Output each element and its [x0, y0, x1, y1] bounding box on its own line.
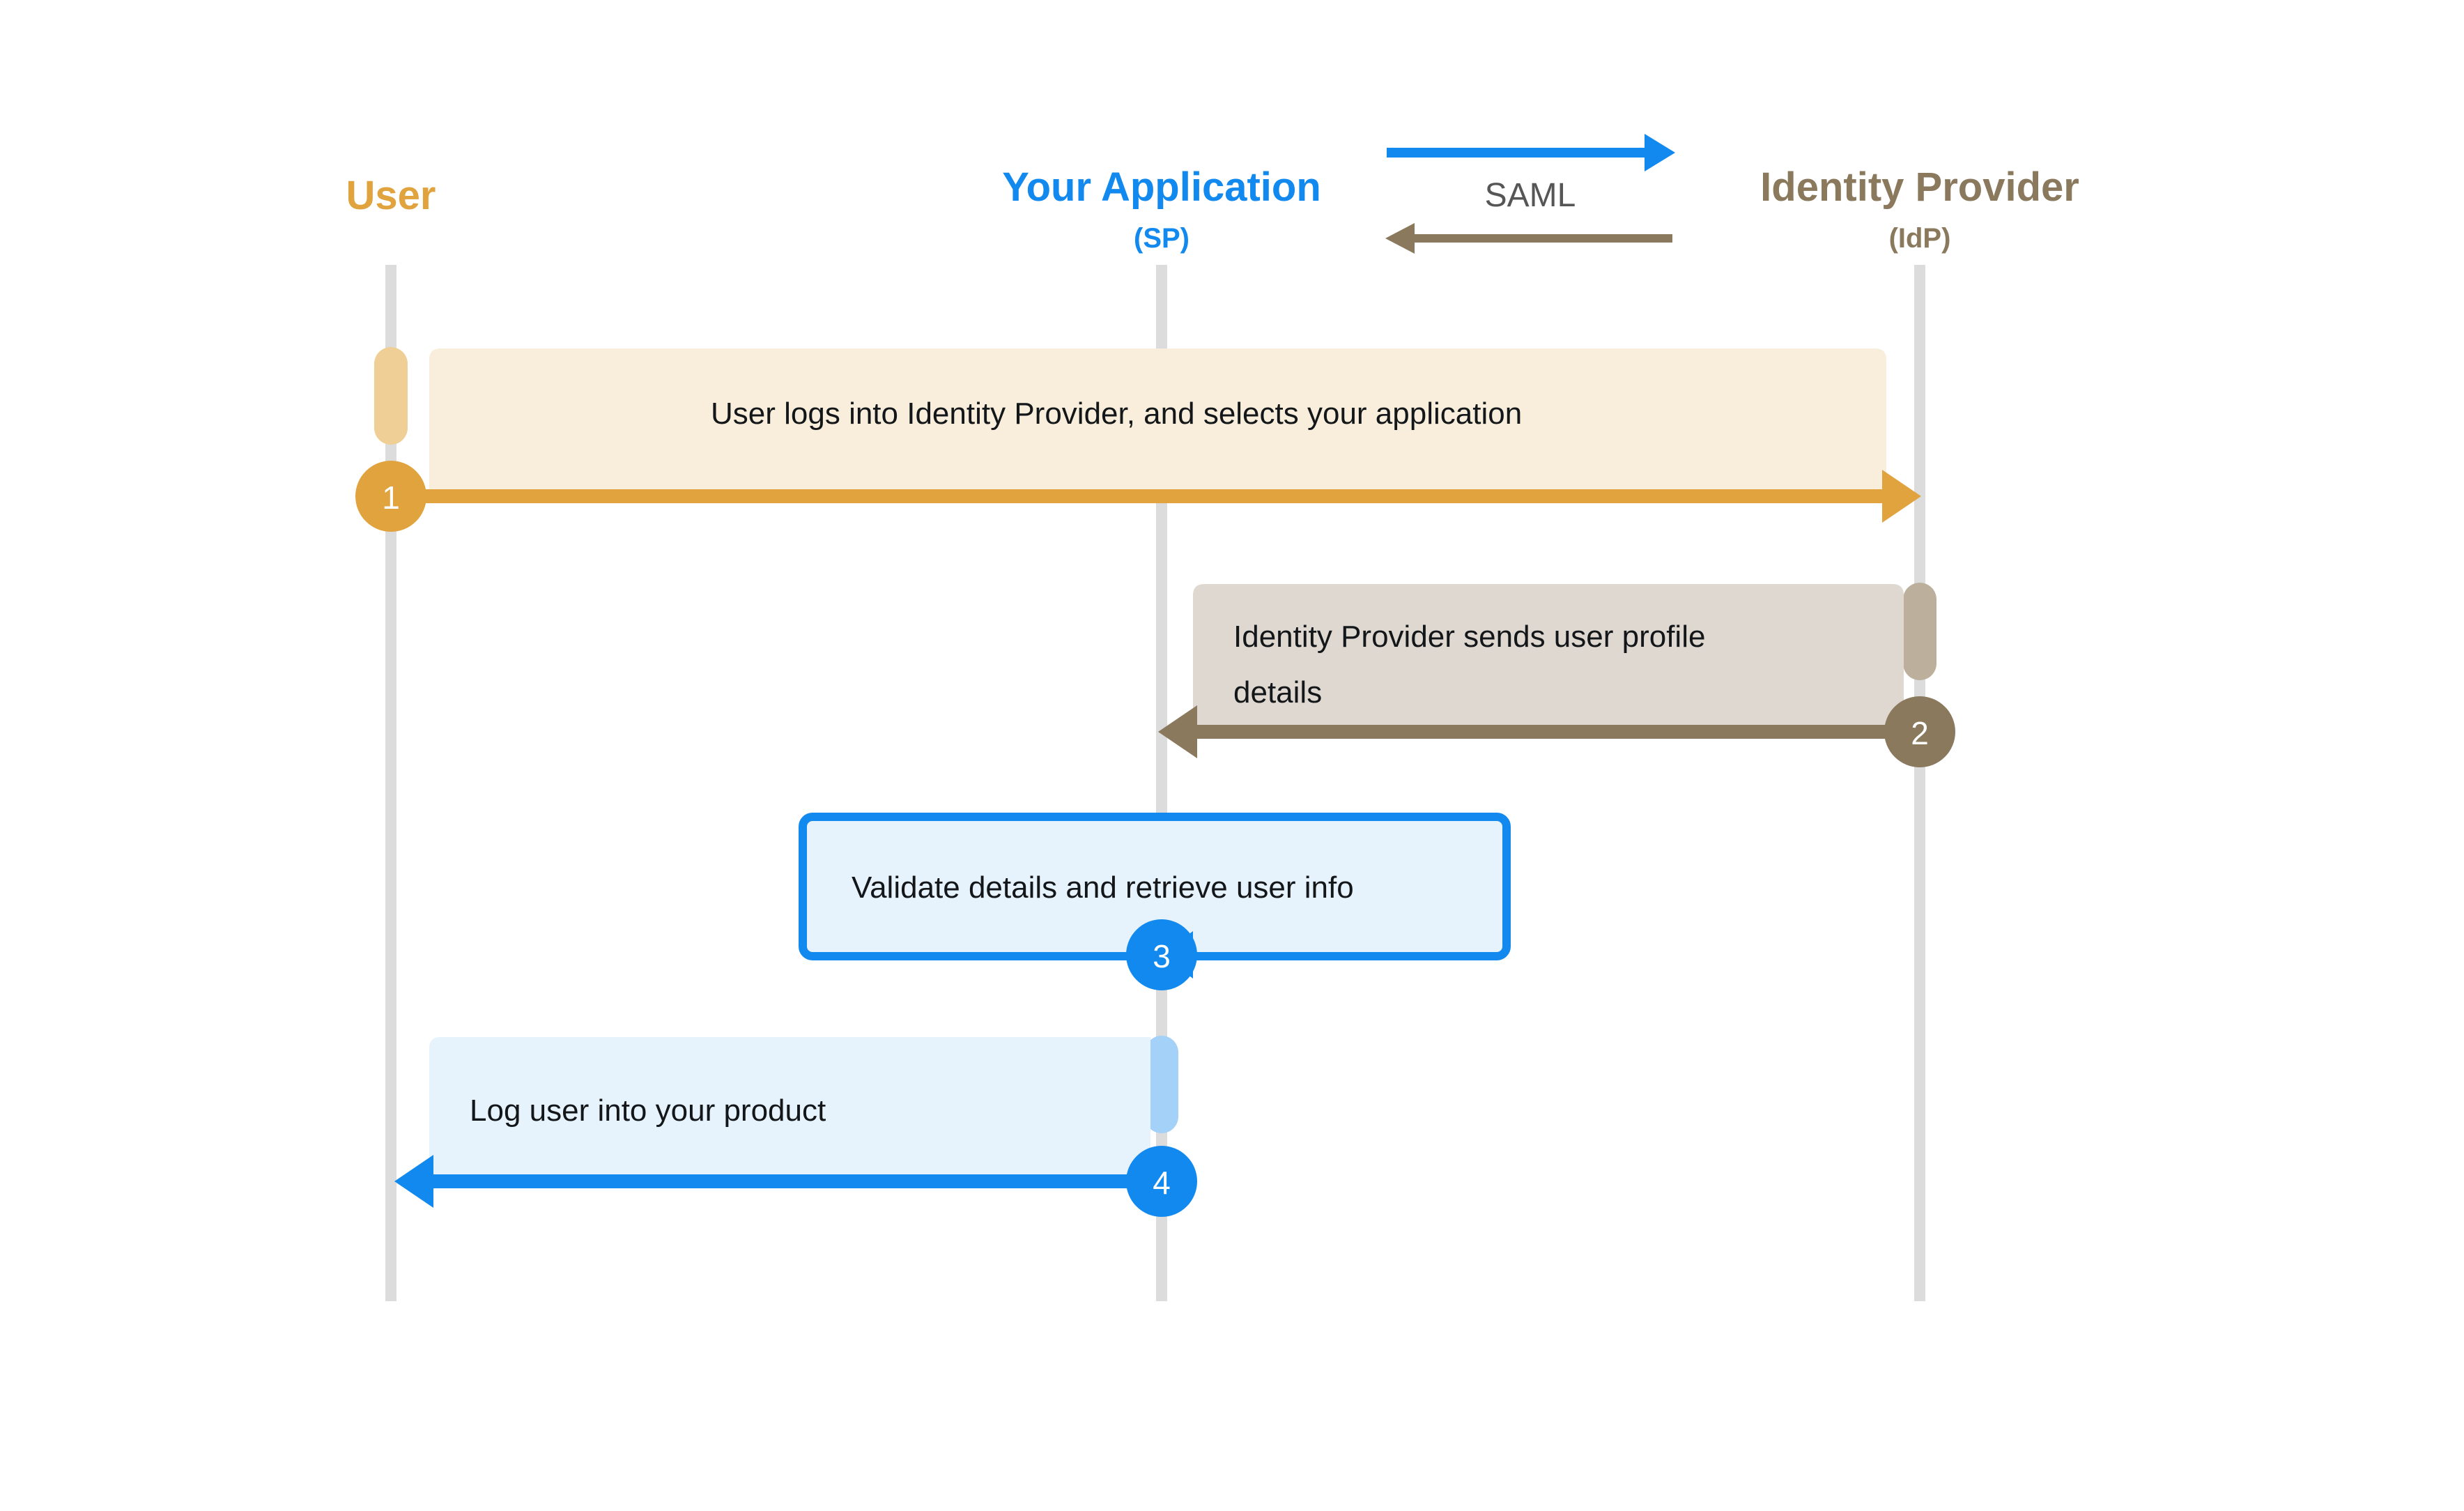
step-2-number: 2: [1911, 715, 1929, 751]
step-1-marker-circle[interactable]: [355, 461, 426, 532]
activation-bar-user-step-1: [374, 347, 408, 445]
step-4-number: 4: [1153, 1165, 1171, 1201]
saml-protocol-label: SAML: [1485, 177, 1576, 214]
step-2-message-text-line-1: Identity Provider sends user profile: [1233, 620, 1705, 654]
step-1-number: 1: [382, 480, 400, 516]
actor-title-application: Your Application: [1002, 164, 1321, 210]
step-4-arrowhead-icon: [394, 1155, 433, 1208]
saml-request-arrow-line: [1387, 148, 1645, 158]
saml-response-arrowhead-icon: [1385, 223, 1415, 254]
actor-header-identity-provider[interactable]: Identity Provider (IdP): [1760, 164, 2079, 254]
saml-request-arrowhead-icon: [1645, 134, 1675, 171]
step-1-group[interactable]: User logs into Identity Provider, and se…: [355, 347, 1921, 532]
actor-header-user[interactable]: User: [346, 173, 436, 218]
step-2-arrow-line: [1178, 725, 1923, 739]
protocol-saml-group: SAML: [1385, 134, 1675, 254]
step-3-group[interactable]: Validate details and retrieve user info …: [799, 813, 1511, 990]
step-2-arrowhead-icon: [1158, 705, 1197, 758]
step-2-message-text-line-2: details: [1233, 675, 1322, 710]
actor-subtitle-application: (SP): [1134, 223, 1189, 254]
actor-title-user: User: [346, 173, 436, 218]
step-4-message-text: Log user into your product: [470, 1094, 826, 1128]
step-1-message-text: User logs into Identity Provider, and se…: [711, 397, 1522, 431]
actor-title-identity-provider: Identity Provider: [1760, 164, 2079, 210]
activation-bar-identity-provider-step-2: [1903, 583, 1936, 680]
step-1-arrow-line: [391, 489, 1882, 503]
step-2-marker-circle[interactable]: [1884, 696, 1955, 767]
actor-subtitle-identity-provider: (IdP): [1889, 223, 1951, 254]
step-2-message-band: [1193, 584, 1904, 732]
step-4-arrow-line: [414, 1174, 1163, 1188]
step-3-message-text: Validate details and retrieve user info: [852, 870, 1354, 905]
step-1-message-band: [429, 348, 1886, 496]
step-4-marker-circle[interactable]: [1126, 1146, 1197, 1217]
step-4-message-band: [429, 1037, 1150, 1181]
actor-header-application[interactable]: Your Application (SP): [1002, 164, 1321, 254]
step-1-arrowhead-icon: [1882, 470, 1921, 523]
step-3-marker-circle[interactable]: [1126, 919, 1197, 990]
activation-bar-application-step-4: [1145, 1036, 1178, 1133]
step-3-number: 3: [1153, 938, 1171, 974]
step-2-group[interactable]: Identity Provider sends user profile det…: [1158, 583, 1955, 767]
step-4-group[interactable]: Log user into your product 4: [394, 1036, 1197, 1217]
lifeline-identity-provider: [1914, 265, 1925, 1301]
saml-response-arrow-line: [1415, 234, 1672, 243]
